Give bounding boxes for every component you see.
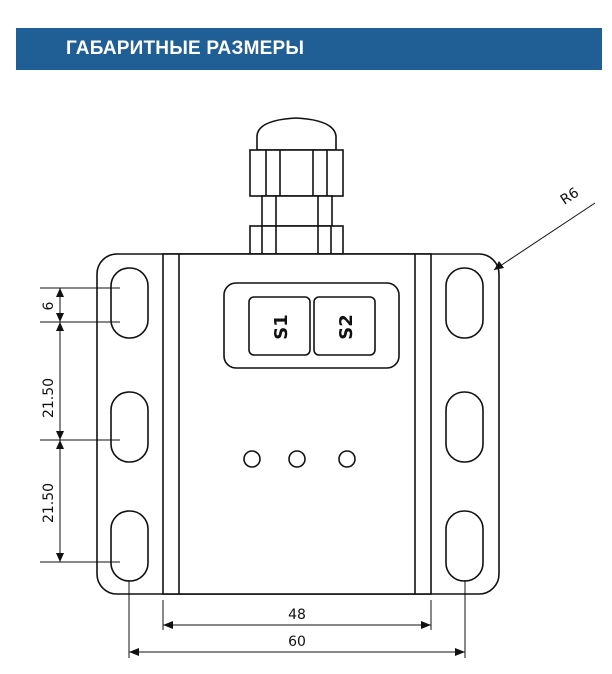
led-indicator (288, 450, 306, 468)
device-body (162, 253, 432, 595)
button-s2[interactable] (313, 296, 376, 356)
mounting-slots (110, 267, 484, 582)
dimension-corner-radius: R6 (558, 185, 582, 209)
dimension-hole-height: 6 (41, 301, 57, 310)
button-s2-label: S2 (336, 314, 357, 340)
button-panel (223, 282, 400, 369)
dimension-pitch-lower: 21.50 (41, 483, 57, 523)
led-indicator (338, 450, 356, 468)
section-header: ГАБАРИТНЫЕ РАЗМЕРЫ (16, 28, 602, 70)
button-s1[interactable] (248, 296, 311, 356)
button-s1-label: S1 (271, 314, 292, 340)
dimension-outer-width: 60 (288, 634, 306, 650)
dimension-pitch-upper: 21.50 (41, 378, 57, 418)
section-title: ГАБАРИТНЫЕ РАЗМЕРЫ (66, 38, 305, 59)
led-indicator (243, 450, 261, 468)
dimension-inner-width: 48 (288, 607, 306, 623)
cable-gland (249, 117, 344, 255)
